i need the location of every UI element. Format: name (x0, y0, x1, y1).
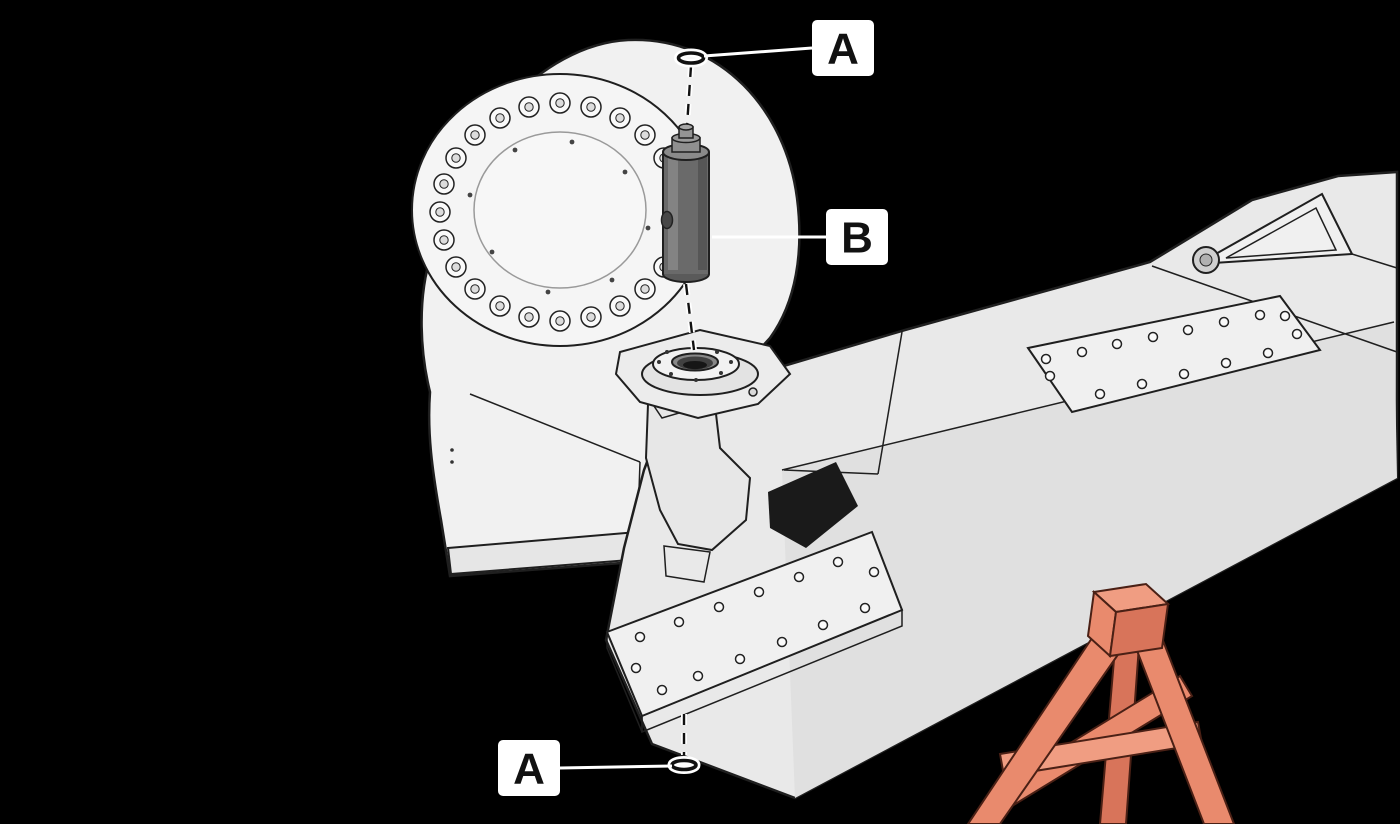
callout-a-top-leader (703, 46, 813, 58)
pedestal-dot (450, 448, 454, 452)
pivot-pin (660, 123, 710, 283)
callout-a-top: A (703, 20, 874, 76)
callout-a-bottom-box (498, 740, 560, 796)
pivot-boss (614, 328, 792, 420)
o-ring-bottom (667, 756, 701, 774)
bearing-inner-race (473, 131, 647, 289)
pedestal-dot (450, 460, 454, 464)
boom-neck-edge (877, 331, 903, 475)
callout-a-bottom: A (498, 740, 673, 796)
pin-bore-bottom (683, 361, 707, 369)
boom-side-face (782, 322, 1397, 798)
grease-fitting (748, 387, 758, 397)
callout-b-label: B (841, 214, 873, 263)
boom-arm (604, 170, 1399, 800)
pin-shade (698, 156, 707, 270)
pedestal-edge (469, 393, 641, 463)
sawhorse-block-side (1108, 602, 1170, 658)
assembly-centerlines (681, 65, 697, 755)
sawhorse (966, 582, 1236, 824)
bolt-plate-upper (1026, 294, 1322, 414)
boom-arm-edge (1351, 253, 1398, 269)
bolt-plate-lower (605, 530, 904, 734)
bracket-hole-inner (1199, 253, 1213, 267)
callout-b: B (712, 209, 888, 265)
callout-a-top-label: A (827, 25, 859, 74)
rocker-foot (663, 545, 711, 583)
boss-screws (657, 346, 733, 382)
o-ring-top (674, 48, 708, 68)
centerline-top (685, 65, 693, 127)
face-index-holes (467, 139, 651, 295)
callout-a-top-box (812, 20, 874, 76)
lifting-bracket (1192, 192, 1354, 274)
callout-a-bottom-leader (559, 764, 673, 770)
pivot-cavity (768, 462, 858, 548)
callout-b-box (826, 209, 888, 265)
callout-a-bottom-label: A (513, 745, 545, 794)
pin-highlight (668, 156, 678, 270)
pin-cross-hole (660, 210, 674, 230)
